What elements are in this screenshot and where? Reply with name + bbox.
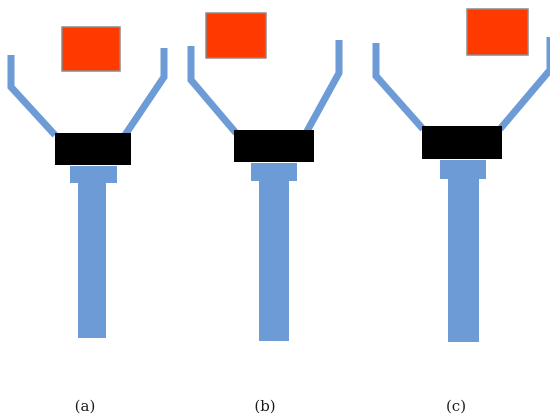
caption-b: (b) <box>254 397 276 415</box>
right-gripper-finger <box>122 48 168 137</box>
gripper-palm <box>234 130 314 162</box>
panel-b <box>187 12 343 341</box>
right-gripper-finger <box>497 37 550 132</box>
right-gripper-finger <box>302 40 343 135</box>
left-gripper-finger <box>187 46 239 136</box>
caption-c: (c) <box>445 397 467 415</box>
gripper-palm <box>55 133 131 165</box>
left-gripper-finger <box>372 43 426 132</box>
robot-arm-link <box>448 179 479 342</box>
object-block <box>466 8 529 56</box>
caption-a: (a) <box>74 397 96 415</box>
object-block <box>205 12 267 59</box>
panel-c <box>372 8 550 342</box>
left-gripper-finger <box>7 55 58 138</box>
wrist-joint <box>251 163 297 181</box>
robot-arm-link <box>259 181 289 341</box>
robot-arm-link <box>78 183 106 338</box>
wrist-joint <box>440 160 486 179</box>
gripper-palm <box>422 126 502 159</box>
wrist-joint <box>70 166 117 183</box>
object-block <box>61 26 121 72</box>
panel-a <box>7 26 168 338</box>
